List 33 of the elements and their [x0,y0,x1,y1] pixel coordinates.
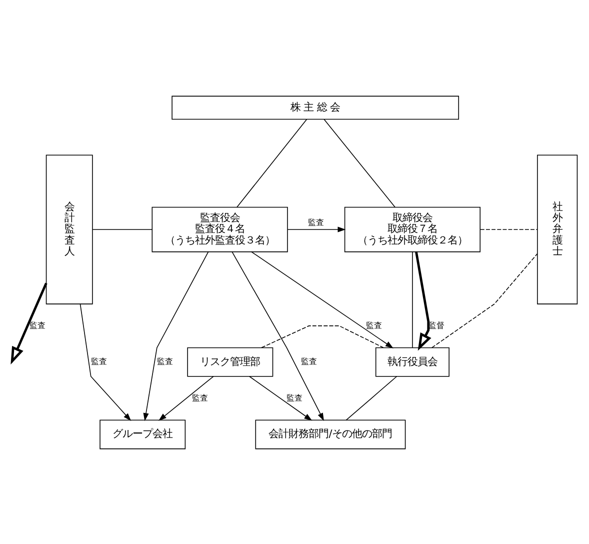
connector [431,252,538,348]
arrow [249,376,312,420]
connector [261,324,384,348]
arrow [287,226,346,232]
edge-label: 監査 [286,392,303,402]
node-box: リスク管理部 [187,346,274,376]
edge-label: 監査 [192,392,208,402]
edge-label: 監査 [90,356,107,366]
node-box: 執行役員会 [375,346,450,376]
arrow [232,250,324,420]
edge-label: 監査 [30,320,46,330]
arrow [251,251,394,348]
arrow [80,303,132,420]
connector [236,118,308,207]
node-box: 取締役会 取締役７名 （うち社外取締役２名） [344,206,481,252]
arrow [158,376,214,420]
arrow [415,251,432,350]
connector [412,251,413,348]
connector [346,376,398,420]
arrow [143,250,209,421]
edge-label: 監査 [308,217,324,226]
node-box: 会計財務部門/その他の部門 [255,419,406,449]
node-box: 社外弁護士 [537,154,578,304]
edge-label: 監査 [156,356,173,366]
node-box: 会計監査人 [46,154,93,304]
edge-label: 監査 [300,356,317,366]
edge-label: 監査 [366,320,382,330]
node-box: 監査役会 監査役４名 （うち社外監査役３名） [152,206,288,252]
connector [480,228,538,230]
node-box: 株 主 総 会 [172,95,460,120]
connector [92,228,153,230]
node-box: グループ会社 [100,419,186,449]
connector [324,118,396,207]
